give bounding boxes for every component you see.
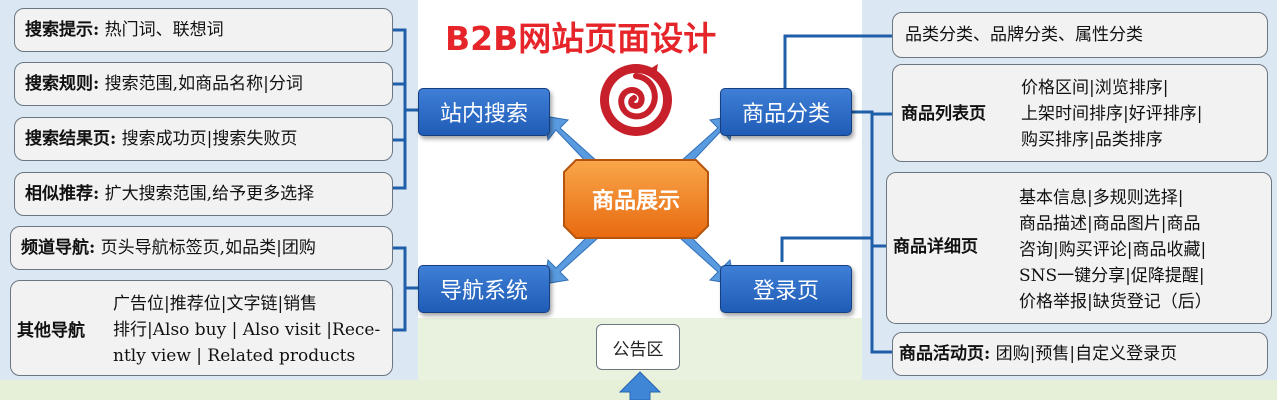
box-search-rules: 搜索规则: 搜索范围,如商品名称|分词 xyxy=(14,62,393,106)
other-nav-line: 排行|Also buy | Also visit |Rece- xyxy=(113,320,381,340)
dragon-logo xyxy=(600,64,672,136)
product-list-head: 商品列表页 xyxy=(901,104,986,124)
search-rules-body: 搜索范围,如商品名称|分词 xyxy=(99,74,303,94)
bottom-arrow xyxy=(618,371,662,400)
page-title: B2B网站页面设计 xyxy=(445,19,717,58)
product-detail-line: 基本信息|多规则选择| xyxy=(1019,188,1184,208)
other-nav-line: 广告位|推荐位|文字链|销售 xyxy=(113,294,318,314)
product-list-line: 上架时间排序|好评排序| xyxy=(1021,104,1203,124)
product-activity-body: 团购|预售|自定义登录页 xyxy=(990,344,1178,364)
search-bracket xyxy=(392,28,407,190)
product-detail-line: 价格举报|缺货登记（后） xyxy=(1019,292,1212,312)
product-detail-items: 基本信息|多规则选择| 商品描述|商品图片|商品 咨询|购买评论|商品收藏| S… xyxy=(1019,185,1212,315)
arrow-to-nav xyxy=(543,231,599,285)
similar-rec-head: 相似推荐: xyxy=(25,184,100,204)
channel-nav-head: 频道导航: xyxy=(21,238,96,258)
product-detail-line: SNS一键分享|促降提醒| xyxy=(1019,266,1205,286)
channel-nav-body: 页头导航标签页,如品类|团购 xyxy=(95,238,316,258)
box-product-list: 商品列表页 价格区间|浏览排序| 上架时间排序|好评排序| 购买排序|品类排序 xyxy=(892,64,1268,162)
product-detail-line: 咨询|购买评论|商品收藏| xyxy=(1019,240,1207,260)
list-detail-bracket xyxy=(870,114,886,248)
arrow-to-search xyxy=(543,115,599,169)
search-hint-body: 热门词、联想词 xyxy=(99,20,224,40)
search-results-head: 搜索结果页: xyxy=(25,129,117,149)
similar-rec-body: 扩大搜索范围,给予更多选择 xyxy=(99,184,315,204)
box-search-hint: 搜索提示: 热门词、联想词 xyxy=(14,8,393,52)
product-detail-line: 商品描述|商品图片|商品 xyxy=(1019,214,1201,234)
box-product-detail: 商品详细页 基本信息|多规则选择| 商品描述|商品图片|商品 咨询|购买评论|商… xyxy=(886,172,1272,324)
nav-bracket xyxy=(392,246,407,332)
node-nav-system[interactable]: 导航系统 xyxy=(418,265,550,313)
box-other-nav: 其他导航 广告位|推荐位|文字链|销售 排行|Also buy | Also v… xyxy=(10,280,393,376)
search-hint-head: 搜索提示: xyxy=(25,20,100,40)
product-activity-head: 商品活动页: xyxy=(899,344,991,364)
product-list-items: 价格区间|浏览排序| 上架时间排序|好评排序| 购买排序|品类排序 xyxy=(1021,75,1202,153)
search-results-body: 搜索成功页|搜索失败页 xyxy=(116,129,298,149)
box-product-activity: 商品活动页: 团购|预售|自定义登录页 xyxy=(892,332,1268,376)
product-list-line: 价格区间|浏览排序| xyxy=(1021,78,1169,98)
other-nav-list: 广告位|推荐位|文字链|销售 排行|Also buy | Also visit … xyxy=(113,291,380,369)
product-detail-head: 商品详细页 xyxy=(893,237,978,257)
node-category[interactable]: 商品分类 xyxy=(720,88,852,136)
box-similar-rec: 相似推荐: 扩大搜索范围,给予更多选择 xyxy=(14,172,393,216)
center-node: 商品展示 xyxy=(562,158,710,240)
center-label: 商品展示 xyxy=(591,189,680,214)
box-channel-nav: 频道导航: 页头导航标签页,如品类|团购 xyxy=(10,226,393,270)
notice-area[interactable]: 公告区 xyxy=(596,324,680,370)
other-nav-head: 其他导航 xyxy=(17,321,85,341)
node-site-search[interactable]: 站内搜索 xyxy=(418,88,550,136)
node-login[interactable]: 登录页 xyxy=(720,265,852,313)
box-category-types: 品类分类、品牌分类、属性分类 xyxy=(892,12,1268,58)
product-list-line: 购买排序|品类排序 xyxy=(1021,130,1163,150)
box-search-results: 搜索结果页: 搜索成功页|搜索失败页 xyxy=(14,117,393,161)
category-connector xyxy=(783,34,892,88)
search-rules-head: 搜索规则: xyxy=(25,74,100,94)
other-nav-line: ntly view | Related products xyxy=(113,346,356,366)
login-bracket xyxy=(870,238,892,354)
